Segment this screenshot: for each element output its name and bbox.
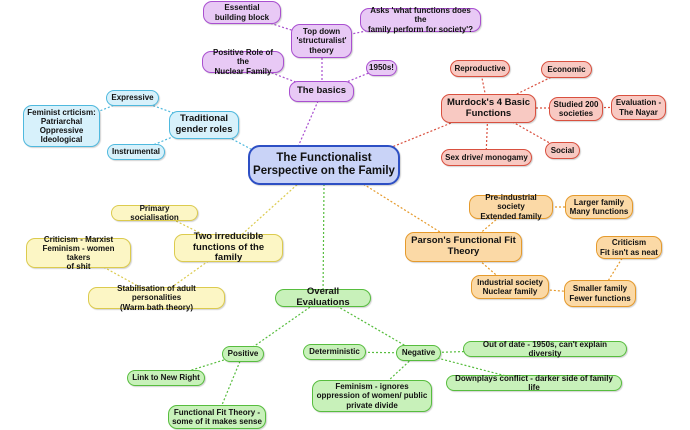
link-root-parsons xyxy=(359,181,465,248)
downplays-conflict-node[interactable]: Downplays conflict - darker side of fami… xyxy=(446,374,622,392)
1950s-node[interactable]: 1950s! xyxy=(366,60,397,76)
parsons-criticism-node[interactable]: Criticism Fit isn't as neat xyxy=(596,236,662,259)
link-root-gender xyxy=(203,123,263,156)
murdock-node[interactable]: Murdock's 4 Basic Functions xyxy=(441,94,536,123)
larger-family-node[interactable]: Larger family Many functions xyxy=(565,195,633,219)
out-of-date-node[interactable]: Out of date - 1950s, can't explain diver… xyxy=(463,340,627,358)
gender-roles-node[interactable]: Traditional gender roles xyxy=(169,111,239,139)
deterministic-node[interactable]: Deterministic xyxy=(303,344,366,360)
social-node[interactable]: Social xyxy=(545,142,580,159)
economic-node[interactable]: Economic xyxy=(541,61,592,78)
marxist-feminism-criticism-node[interactable]: Criticism - Marxist Feminism - women tak… xyxy=(26,235,131,271)
functional-fit-sense-node[interactable]: Functional Fit Theory - some of it makes… xyxy=(168,405,266,429)
primary-socialisation-node[interactable]: Primary socialisation xyxy=(111,204,198,222)
basics-node[interactable]: The basics xyxy=(289,81,354,102)
essential-building-block-node[interactable]: Essential building block xyxy=(203,1,281,24)
top-down-node[interactable]: Top down 'structuralist' theory xyxy=(291,24,352,58)
link-root-murdock xyxy=(359,107,489,161)
stabilisation-node[interactable]: Stabilisation of adult personalities (Wa… xyxy=(88,284,225,312)
expressive-node[interactable]: Expressive xyxy=(106,90,159,106)
smaller-family-node[interactable]: Smaller family Fewer functions xyxy=(564,280,636,307)
feminist-criticism-node[interactable]: Feminist crticism: Patriarchal Oppressiv… xyxy=(23,105,100,147)
parsons-node[interactable]: Parson's Functional Fit Theory xyxy=(405,232,522,262)
asks-functions-node[interactable]: Asks 'what functions does the family per… xyxy=(360,6,481,34)
irreducible-functions-node[interactable]: Two irreducible functions of the family xyxy=(174,231,283,263)
industrial-node[interactable]: Industrial society Nuclear family xyxy=(471,275,549,299)
link-root-evaluations xyxy=(322,183,325,299)
overall-evaluations-node[interactable]: Overall Evaluations xyxy=(275,286,371,308)
instrumental-node[interactable]: Instrumental xyxy=(107,144,165,160)
studied-200-societies-node[interactable]: Studied 200 societies xyxy=(549,97,603,121)
new-right-node[interactable]: Link to New Right xyxy=(127,370,205,386)
link-evaluations-positive xyxy=(242,297,324,355)
negative-node[interactable]: Negative xyxy=(396,345,441,361)
reproductive-node[interactable]: Reproductive xyxy=(450,60,510,77)
feminism-ignores-node[interactable]: Feminism - ignores oppression of women/ … xyxy=(312,380,432,412)
link-industrial-smaller xyxy=(509,286,601,295)
evaluation-nayar-node[interactable]: Evaluation - The Nayar xyxy=(611,95,666,120)
root-node[interactable]: The Functionalist Perspective on the Fam… xyxy=(248,145,400,185)
sex-drive-node[interactable]: Sex drive/ monogamy xyxy=(441,149,532,166)
positive-role-node[interactable]: Positive Role of the Nuclear Family xyxy=(202,48,284,76)
positive-node[interactable]: Positive xyxy=(222,346,264,362)
preindustrial-node[interactable]: Pre-industrial society Extended family xyxy=(469,193,553,221)
